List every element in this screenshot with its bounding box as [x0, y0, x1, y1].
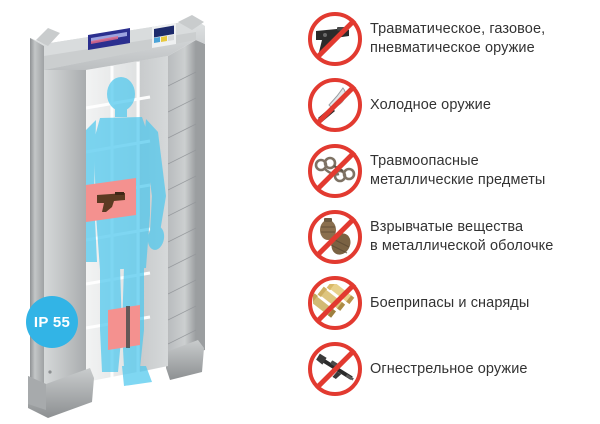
ammunition-icon — [304, 272, 366, 334]
prohibited-items-list: Травматическое, газовое, пневматическое … — [300, 0, 600, 424]
prohibited-item-label: Травмоопасные металлические предметы — [370, 153, 546, 188]
knife-glyph — [308, 78, 362, 132]
detection-zone-lines — [167, 71, 197, 345]
prohibited-item-label: Взрывчатые вещества в металлической обол… — [370, 219, 554, 254]
pistol-glyph — [308, 12, 362, 66]
product-label — [88, 28, 130, 50]
rifle-icon — [304, 338, 366, 400]
detector-left-pillar — [28, 38, 94, 418]
prohibited-item-label: Огнестрельное оружие — [370, 360, 528, 377]
prohibited-item-label: Боеприпасы и снаряды — [370, 294, 530, 311]
control-panel-display[interactable] — [152, 23, 176, 48]
prohibited-item-ammunition: Боеприпасы и снаряды — [300, 272, 600, 334]
ip-rating-text: IP 55 — [33, 313, 71, 331]
prohibited-item-grenade: Взрывчатые вещества в металлической обол… — [300, 206, 600, 268]
prohibited-item-pistol: Травматическое, газовое, пневматическое … — [300, 8, 600, 70]
prohibited-item-label: Травматическое, газовое, пневматическое … — [370, 21, 546, 56]
rifle-glyph — [308, 342, 362, 396]
detector-drawing — [28, 15, 205, 418]
metal-detector-illustration: IP 55 — [26, 15, 205, 418]
corner-cap-right — [178, 15, 204, 30]
prohibited-item-label: Холодное оружие — [370, 96, 491, 113]
corner-cap-left — [36, 28, 60, 46]
prohibited-item-rifle: Огнестрельное оружие — [300, 338, 600, 400]
pistol-detected-icon — [97, 192, 125, 212]
brass-knuckles-icon — [304, 140, 366, 202]
ammunition-glyph — [308, 276, 362, 330]
knife-icon — [304, 74, 366, 136]
prohibited-item-knife: Холодное оружие — [300, 74, 600, 136]
alarm-zone-waist — [86, 178, 136, 222]
right-foot — [166, 340, 204, 380]
grenade-glyph — [308, 210, 362, 264]
pistol-icon — [304, 8, 366, 70]
prohibited-item-knuckles: Травмоопасные металлические предметы — [300, 140, 600, 202]
detector-right-pillar — [166, 40, 205, 380]
detector-top-bar — [36, 15, 205, 70]
brass-knuckles-glyph — [308, 144, 362, 198]
alarm-zone-knee — [108, 305, 140, 350]
grenade-icon — [304, 206, 366, 268]
ip-rating-badge: IP 55 — [26, 296, 78, 348]
